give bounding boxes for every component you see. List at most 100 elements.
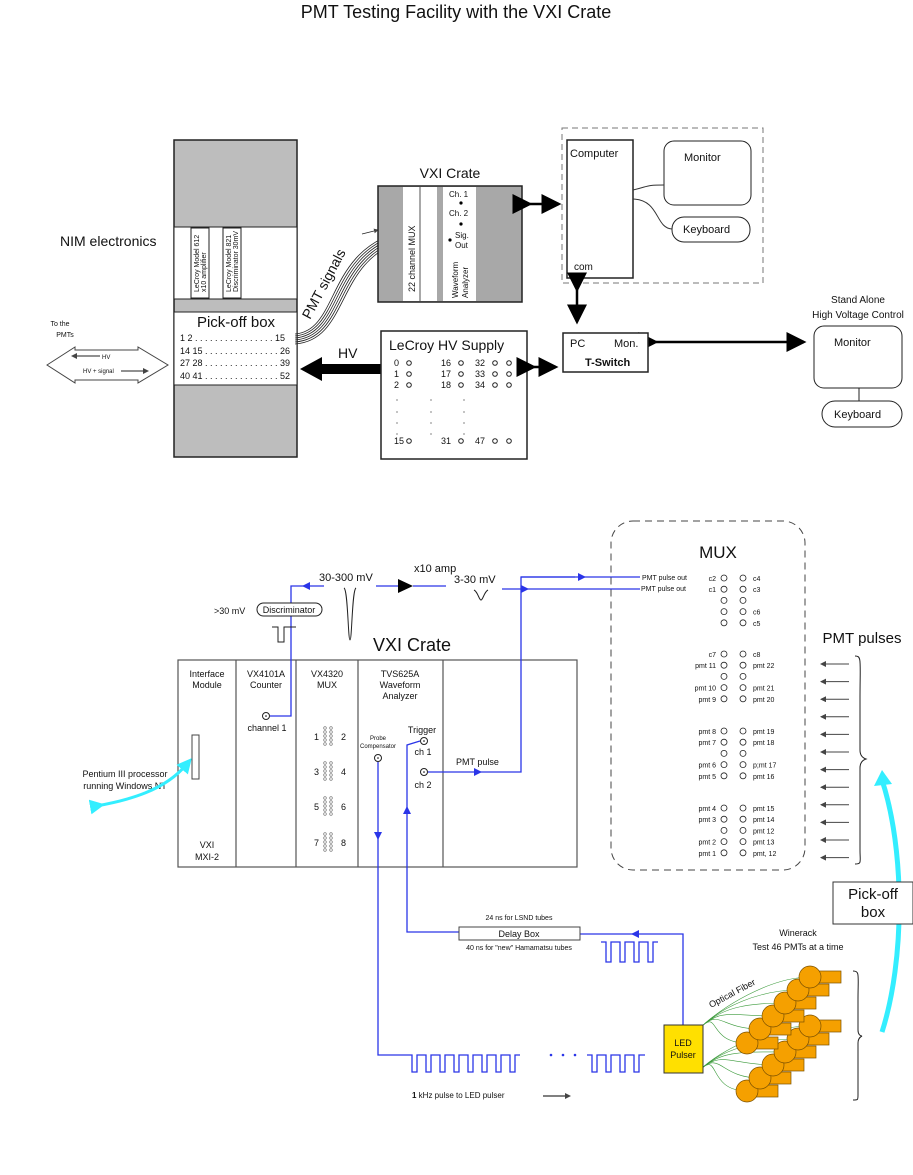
com-label: com (574, 262, 593, 273)
hv-channel-number: 33 (475, 369, 485, 379)
vxi-crate-top (377, 185, 523, 303)
mux-port-label: pmt 6 (698, 763, 716, 770)
hv-channel-number: 15 (394, 436, 404, 446)
hv-signal-double-arrow (46, 346, 169, 384)
ch2-label: Ch. 2 (449, 209, 469, 218)
hv-channel-port-icon (406, 360, 412, 366)
mux-port-icon (739, 608, 747, 615)
mux-port-icon (720, 684, 728, 691)
mux-port-icon (720, 804, 728, 812)
hv-supply-title: LeCroy HV Supply (389, 337, 504, 353)
mux-title: MUX (699, 543, 737, 562)
khz-pulse-label: 1 kHz pulse to LED pulser (412, 1091, 505, 1100)
pickoff-title: Pick-off box (197, 314, 276, 331)
hv-channel-port-icon (406, 438, 412, 444)
hv-channel-port-icon (492, 382, 498, 388)
mux-port-label: c7 (709, 652, 717, 659)
interface-module-label: Interface (189, 669, 224, 679)
counter-label: VX4101A (247, 669, 285, 679)
hv-channel-number: 17 (441, 369, 451, 379)
connection-arrows (512, 194, 807, 377)
standalone-title: Stand Alone (831, 295, 885, 306)
mux-channel-label: 8 (341, 838, 346, 848)
mux-port-icon (739, 838, 747, 845)
mux-port-label: c2 (709, 576, 717, 583)
hv-channel-port-icon (406, 382, 412, 388)
waveform-analyzer-label: TVS625A (381, 669, 420, 679)
to-pmts-label: PMTs (56, 332, 74, 339)
winerack-label: Winerack (779, 928, 817, 938)
hv-channel-port-icon (492, 371, 498, 377)
mux-port-label: c3 (753, 587, 761, 594)
trigger-label: Trigger (408, 725, 436, 735)
mxi2-footer: MXI-2 (195, 852, 219, 862)
hv-channel-port-icon (506, 438, 512, 444)
hv-channel-number: 32 (475, 358, 485, 368)
threshold-label: >30 mV (214, 606, 245, 616)
mux-channel-label: 6 (341, 802, 346, 812)
t-switch-pc-label: PC (570, 338, 585, 350)
amplifier-label-1: LeCroy Model 612 (194, 235, 201, 292)
led-pulser (663, 1024, 704, 1074)
pickoff-row: 40 41 . . . . . . . . . . . . . . . 52 (180, 371, 290, 381)
pmt-pulse-label: PMT pulse (456, 757, 499, 767)
pmt-tubes (735, 965, 842, 1103)
mux-port-icon (720, 838, 728, 845)
mux-port-label: pmt 19 (753, 729, 775, 736)
t-switch-mon-label: Mon. (614, 338, 638, 350)
pmt-tube-icon (798, 965, 842, 989)
amp-label: x10 amp (414, 563, 456, 575)
mux-port-icon (739, 650, 747, 658)
pmt-pulses-title: PMT pulses (823, 630, 902, 647)
pmt-tube-icon (748, 1066, 792, 1090)
mux-port-label: pmt 22 (753, 663, 775, 670)
mux-port-icon (739, 619, 747, 627)
sig-out-label: Sig. (455, 231, 469, 240)
channel1-label: channel 1 (247, 723, 286, 733)
vxi-crate-bottom-title: VXI Crate (373, 635, 451, 655)
standalone-keyboard-label: Keyboard (834, 409, 881, 421)
pickoff-row: 14 15 . . . . . . . . . . . . . . . 26 (180, 346, 290, 356)
led-pulser-label: Pulser (670, 1050, 696, 1060)
computer-box (566, 139, 634, 279)
hv-channel-port-icon (406, 371, 412, 377)
waveform-analyzer-label: Waveform (380, 680, 421, 690)
mux-port-icon (720, 574, 728, 582)
pmt-pulse-arrows (820, 661, 849, 861)
mux-port-label: pmt 1 (698, 851, 716, 858)
mux-port-label: pmt 12 (753, 828, 775, 835)
hv-channel-port-icon (458, 371, 464, 377)
mux-channel-label: 3 (314, 767, 319, 777)
pulse-out-label: PMT pulse out (642, 575, 687, 582)
mux-port-label: p;mt 17 (753, 763, 776, 770)
pickoff-label: Pick-off (848, 886, 899, 903)
nim-electronics-label: NIM electronics (60, 233, 156, 249)
nim-rack: LeCroy Model 612 x10 amplifier LeCroy Mo… (173, 139, 298, 458)
interface-module-label: Module (192, 680, 222, 690)
mux-port-icon (720, 695, 728, 703)
amp-input-label: 3-30 mV (454, 574, 496, 586)
amp-output-label: 30-300 mV (319, 572, 373, 584)
keyboard-label: Keyboard (683, 224, 730, 236)
cyan-link-arrow (88, 758, 192, 815)
mux-port-icon (739, 695, 747, 703)
hv-supply-box (380, 330, 528, 460)
mux-port-icon (739, 661, 747, 669)
small-pulse-icon (473, 589, 489, 601)
ch1-label: ch 1 (414, 747, 431, 757)
vxi-footer: VXI (200, 840, 215, 850)
mux-port-icon (720, 738, 728, 746)
mux-port-label: pmt 18 (753, 740, 775, 747)
mux-port-icon (739, 684, 747, 691)
mux-port-icon (739, 815, 747, 823)
mux-port-label: pmt 4 (698, 806, 716, 813)
mux-22-channel-label: 22 channel MUX (407, 225, 417, 292)
mux-port-icon (739, 673, 747, 680)
amplifier-label-2: x10 amplifier (201, 252, 208, 292)
discriminator-label-2: Discriminator 30mV (233, 231, 240, 292)
delay-box (458, 926, 581, 941)
pickoff-row: 27 28 . . . . . . . . . . . . . . . 39 (180, 358, 290, 368)
